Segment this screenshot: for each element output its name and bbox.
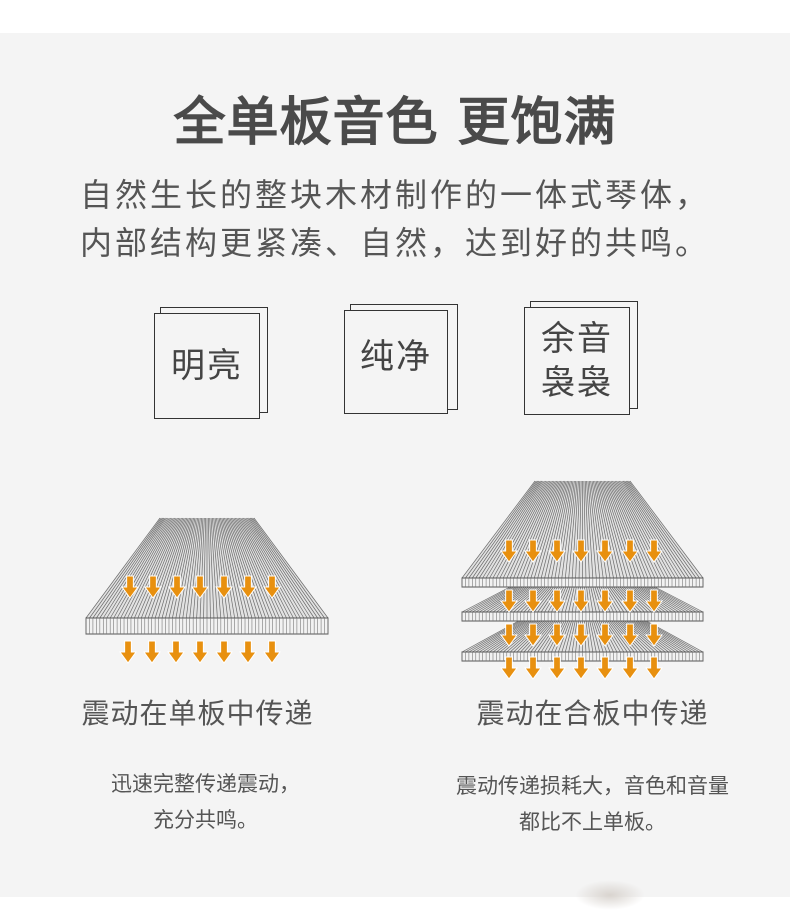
down-arrow-icon — [263, 640, 281, 664]
plywood-caption: 震动在合板中传递 — [476, 697, 709, 730]
card-label-bright: 明亮 — [171, 346, 243, 386]
down-arrow-icon — [596, 589, 614, 613]
down-arrow-icon — [645, 623, 663, 647]
plywood-layer-1 — [461, 480, 704, 588]
down-arrow-icon — [191, 575, 209, 599]
down-arrow-icon — [500, 656, 518, 680]
intro-line-2: 内部结构更紧凑、自然，达到好的共鸣。 — [79, 224, 710, 262]
down-arrow-icon — [548, 656, 566, 680]
down-arrow-icon — [572, 623, 590, 647]
solid-board-caption: 震动在单板中传递 — [81, 697, 314, 730]
down-arrow-icon — [645, 539, 663, 563]
down-arrow-icon — [524, 656, 542, 680]
down-arrow-icon — [621, 589, 639, 613]
feature-card-lingering: 余音 袅袅 — [524, 301, 640, 417]
down-arrow-icon — [572, 656, 590, 680]
page-title: 全单板音色 更饱满 — [173, 93, 617, 153]
card-label-pure: 纯净 — [360, 337, 432, 377]
down-arrow-icon — [263, 575, 281, 599]
down-arrow-icon — [621, 623, 639, 647]
solid-board-description: 迅速完整传递震动， 充分共鸣。 — [8, 766, 403, 838]
down-arrow-icon — [121, 575, 139, 599]
down-arrow-icon — [168, 575, 186, 599]
card-label-line-2: 袅袅 — [541, 363, 613, 403]
down-arrow-icon — [645, 656, 663, 680]
decorative-shadow — [575, 880, 645, 910]
down-arrow-icon — [524, 589, 542, 613]
card-front-layer: 明亮 — [154, 313, 260, 419]
down-arrow-icon — [572, 539, 590, 563]
card-front-layer: 余音 袅袅 — [524, 307, 630, 415]
card-front-layer: 纯净 — [344, 310, 448, 414]
content-panel — [0, 33, 790, 897]
down-arrow-icon — [524, 539, 542, 563]
down-arrow-icon — [621, 539, 639, 563]
down-arrow-icon — [500, 623, 518, 647]
plywood-desc-line-2: 都比不上单板。 — [519, 810, 666, 834]
intro-line-1: 自然生长的整块木材制作的一体式琴体， — [79, 176, 710, 214]
down-arrow-icon — [596, 623, 614, 647]
down-arrow-icon — [215, 575, 233, 599]
down-arrow-icon — [143, 640, 161, 664]
solid-desc-line-2: 充分共鸣。 — [153, 808, 258, 832]
down-arrow-icon — [621, 656, 639, 680]
down-arrow-icon — [596, 656, 614, 680]
down-arrow-icon — [645, 589, 663, 613]
down-arrow-icon — [548, 539, 566, 563]
plywood-description: 震动传递损耗大，音色和音量 都比不上单板。 — [395, 768, 790, 840]
solid-board — [85, 517, 329, 635]
down-arrow-icon — [500, 589, 518, 613]
down-arrow-icon — [548, 589, 566, 613]
down-arrow-icon — [572, 589, 590, 613]
down-arrow-icon — [239, 575, 257, 599]
down-arrow-icon — [524, 623, 542, 647]
card-label-line-1: 余音 — [541, 319, 613, 359]
plywood-desc-line-1: 震动传递损耗大，音色和音量 — [456, 774, 729, 798]
down-arrow-icon — [144, 575, 162, 599]
down-arrow-icon — [215, 640, 233, 664]
down-arrow-icon — [596, 539, 614, 563]
down-arrow-icon — [191, 640, 209, 664]
solid-desc-line-1: 迅速完整传递震动， — [111, 772, 300, 796]
down-arrow-icon — [167, 640, 185, 664]
down-arrow-icon — [548, 623, 566, 647]
down-arrow-icon — [239, 640, 257, 664]
feature-card-pure: 纯净 — [344, 304, 460, 418]
down-arrow-icon — [500, 539, 518, 563]
feature-card-bright: 明亮 — [154, 307, 270, 421]
down-arrow-icon — [119, 640, 137, 664]
